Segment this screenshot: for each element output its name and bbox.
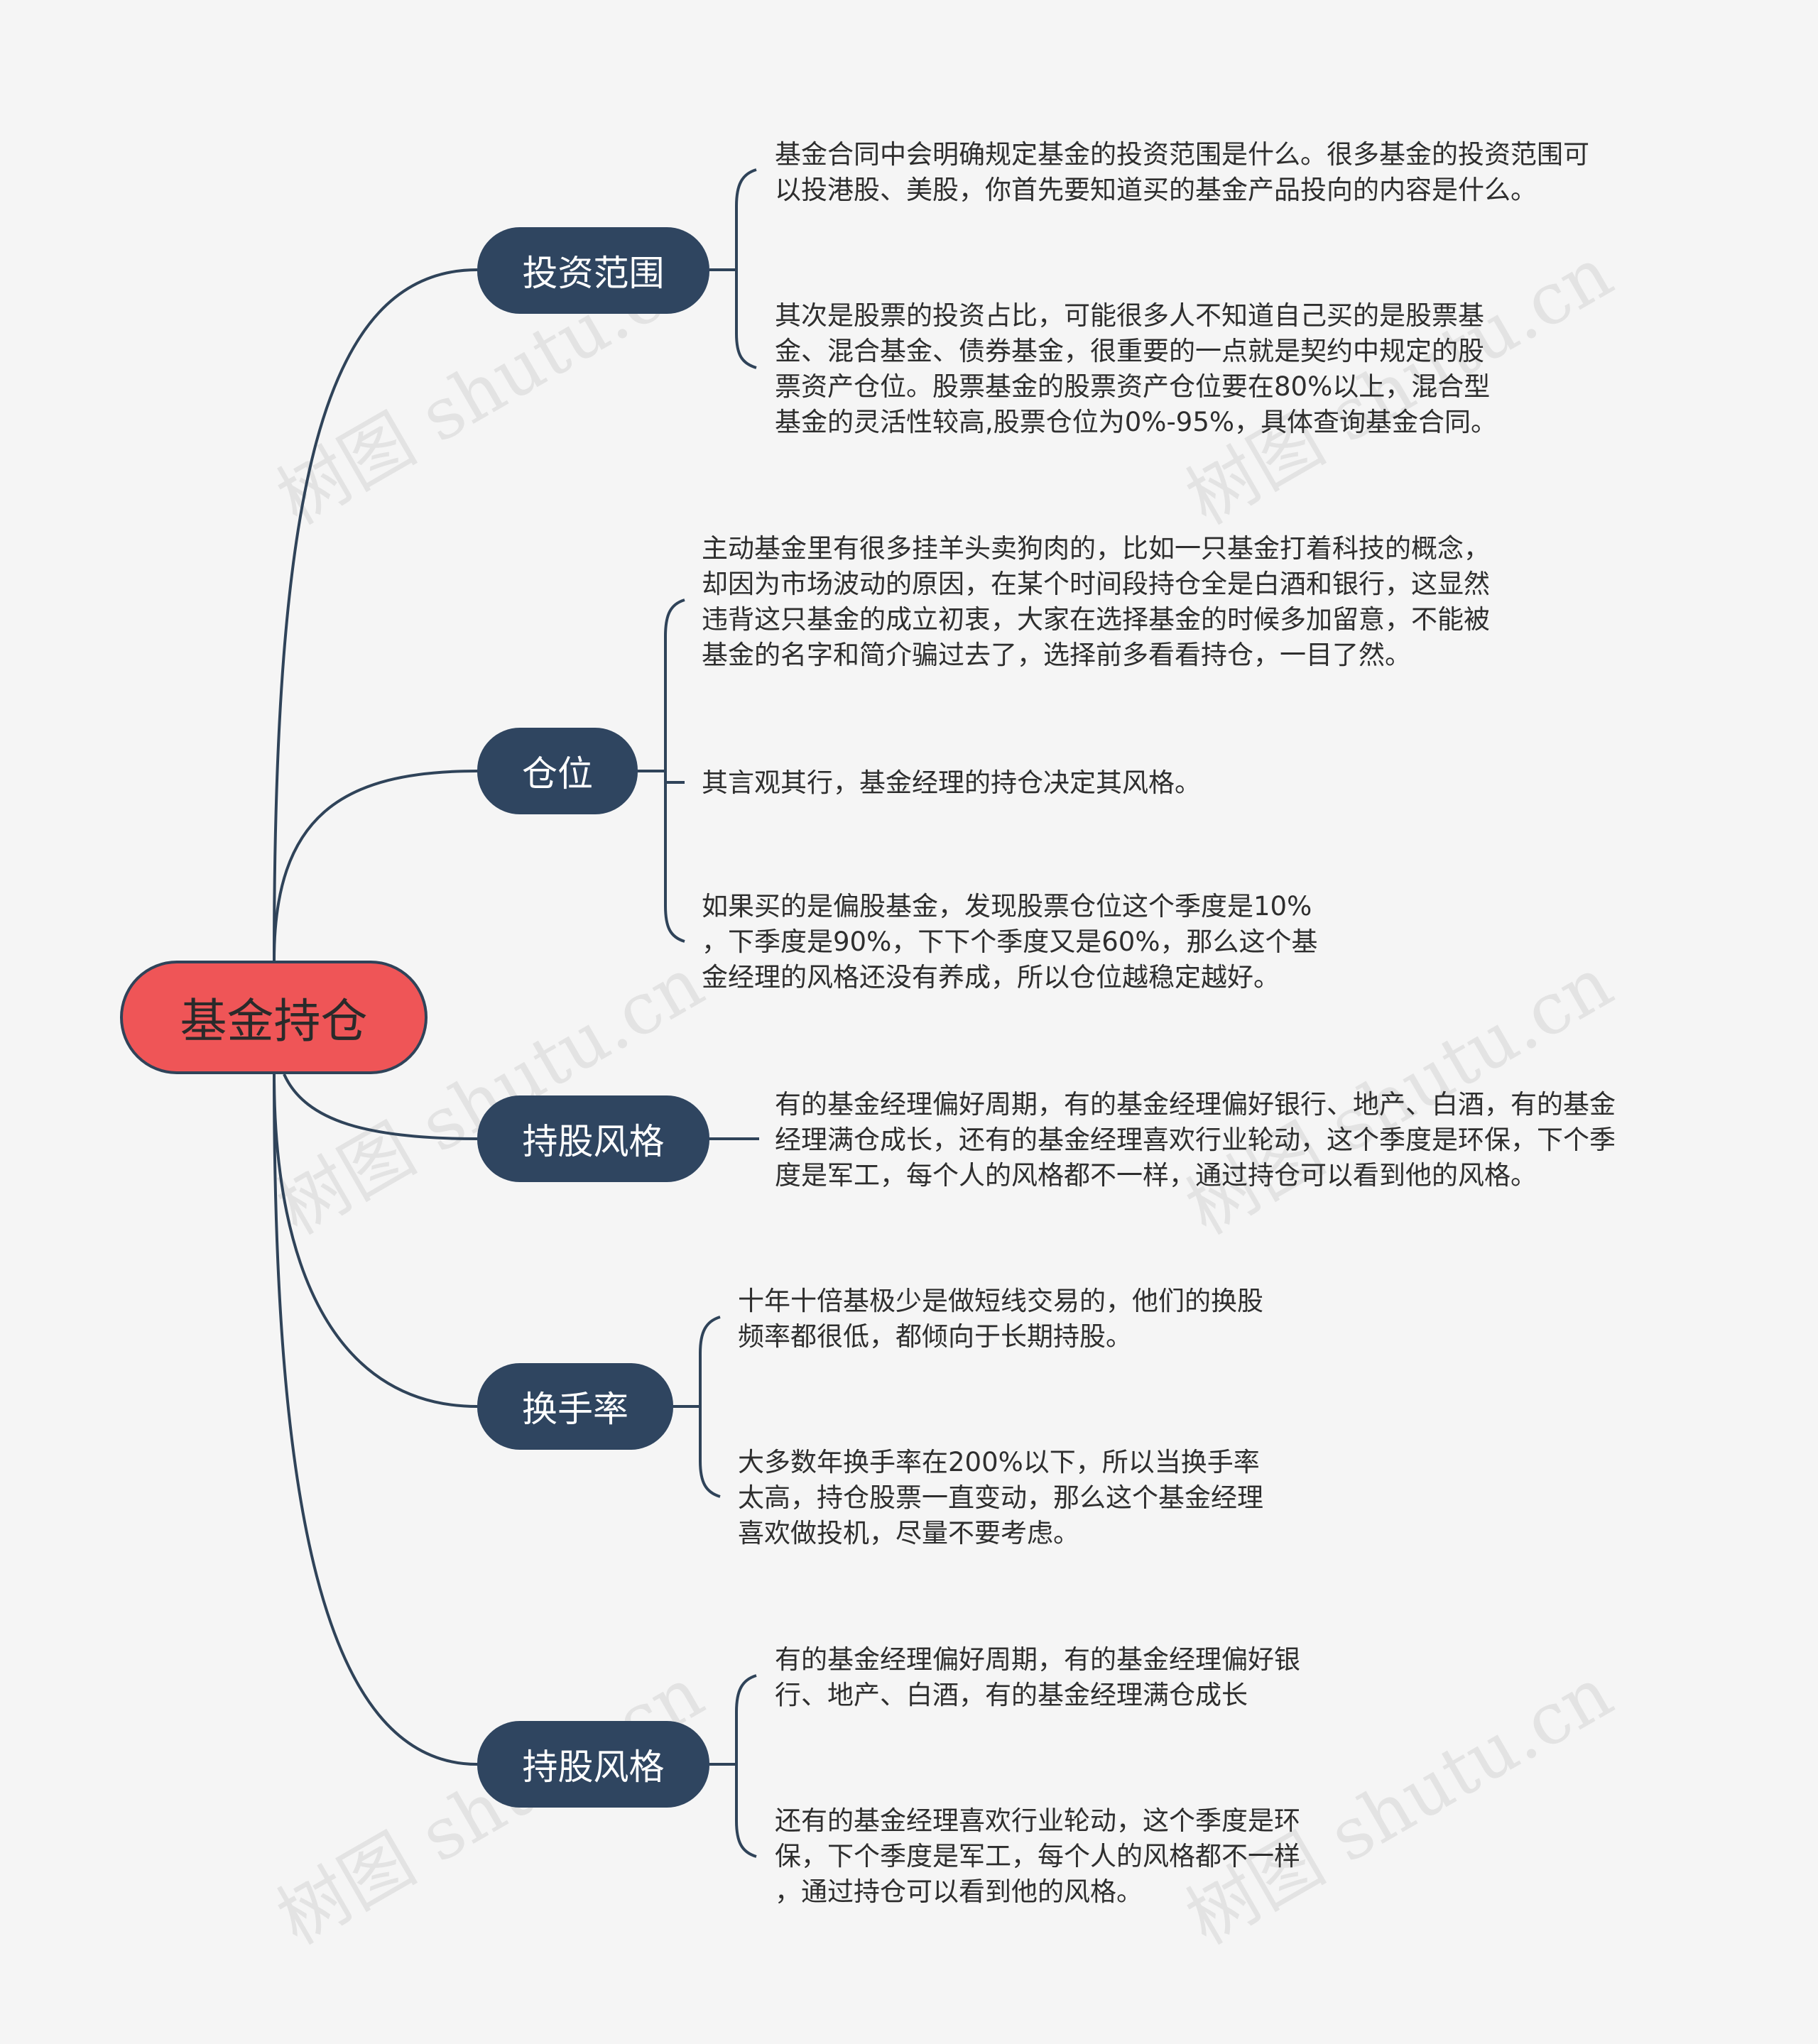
branch-node-position[interactable]: 仓位 xyxy=(477,728,638,814)
leaf-text: 主动基金里有很多挂羊头卖狗肉的，比如一只基金打着科技的概念， 却因为市场波动的原… xyxy=(702,533,1490,670)
leaf-text: 大多数年换手率在200%以下，所以当换手率 太高，持仓股票一直变动，那么这个基金… xyxy=(738,1447,1263,1548)
leaf-text: 基金合同中会明确规定基金的投资范围是什么。很多基金的投资范围可 以投港股、美股，… xyxy=(775,139,1589,205)
branch-label: 换手率 xyxy=(522,1389,628,1430)
root-node[interactable]: 基金持仓 xyxy=(120,961,428,1074)
leaf-text: 其次是股票的投资占比，可能很多人不知道自己买的是股票基 金、混合基金、债券基金，… xyxy=(775,300,1498,437)
connector-root-branch-5 xyxy=(273,1073,478,1766)
connector-root-branch-2 xyxy=(273,770,478,961)
connector-root-branch-1 xyxy=(273,268,478,961)
connector-root-branch-3 xyxy=(283,1073,478,1140)
branch-label: 持股风格 xyxy=(522,1747,665,1788)
leaf-text: 如果买的是偏股基金，发现股票仓位这个季度是10% ，下季度是90%，下下个季度又… xyxy=(702,891,1318,993)
root-label: 基金持仓 xyxy=(180,994,368,1049)
bracket-branch-4 xyxy=(673,1316,721,1498)
leaf-text: 有的基金经理偏好周期，有的基金经理偏好银 行、地产、白酒，有的基金经理满仓成长 xyxy=(775,1644,1300,1710)
connector-root-branch-4 xyxy=(273,1073,478,1408)
leaf-text: 有的基金经理偏好周期，有的基金经理偏好银行、地产、白酒，有的基金 经理满仓成长，… xyxy=(775,1089,1616,1191)
branch-label: 投资范围 xyxy=(522,253,665,294)
leaf-text: 十年十倍基极少是做短线交易的，他们的换股 频率都很低，都倾向于长期持股。 xyxy=(738,1286,1263,1352)
leaf-text: 其言观其行，基金经理的持仓决定其风格。 xyxy=(702,767,1201,798)
branch-label: 持股风格 xyxy=(522,1121,665,1162)
bracket-branch-5 xyxy=(709,1674,757,1858)
leaf-text: 还有的基金经理喜欢行业轮动，这个季度是环 保，下个季度是军工，每个人的风格都不一… xyxy=(775,1805,1300,1907)
branch-node-turnover[interactable]: 换手率 xyxy=(477,1363,673,1450)
branch-node-investment-scope[interactable]: 投资范围 xyxy=(477,227,709,314)
branch-label: 仓位 xyxy=(522,753,593,794)
branch-node-holding-style-2[interactable]: 持股风格 xyxy=(477,1721,709,1808)
branch-node-holding-style[interactable]: 持股风格 xyxy=(477,1095,709,1182)
bracket-branch-1 xyxy=(709,168,757,369)
bracket-branch-2 xyxy=(638,599,685,943)
